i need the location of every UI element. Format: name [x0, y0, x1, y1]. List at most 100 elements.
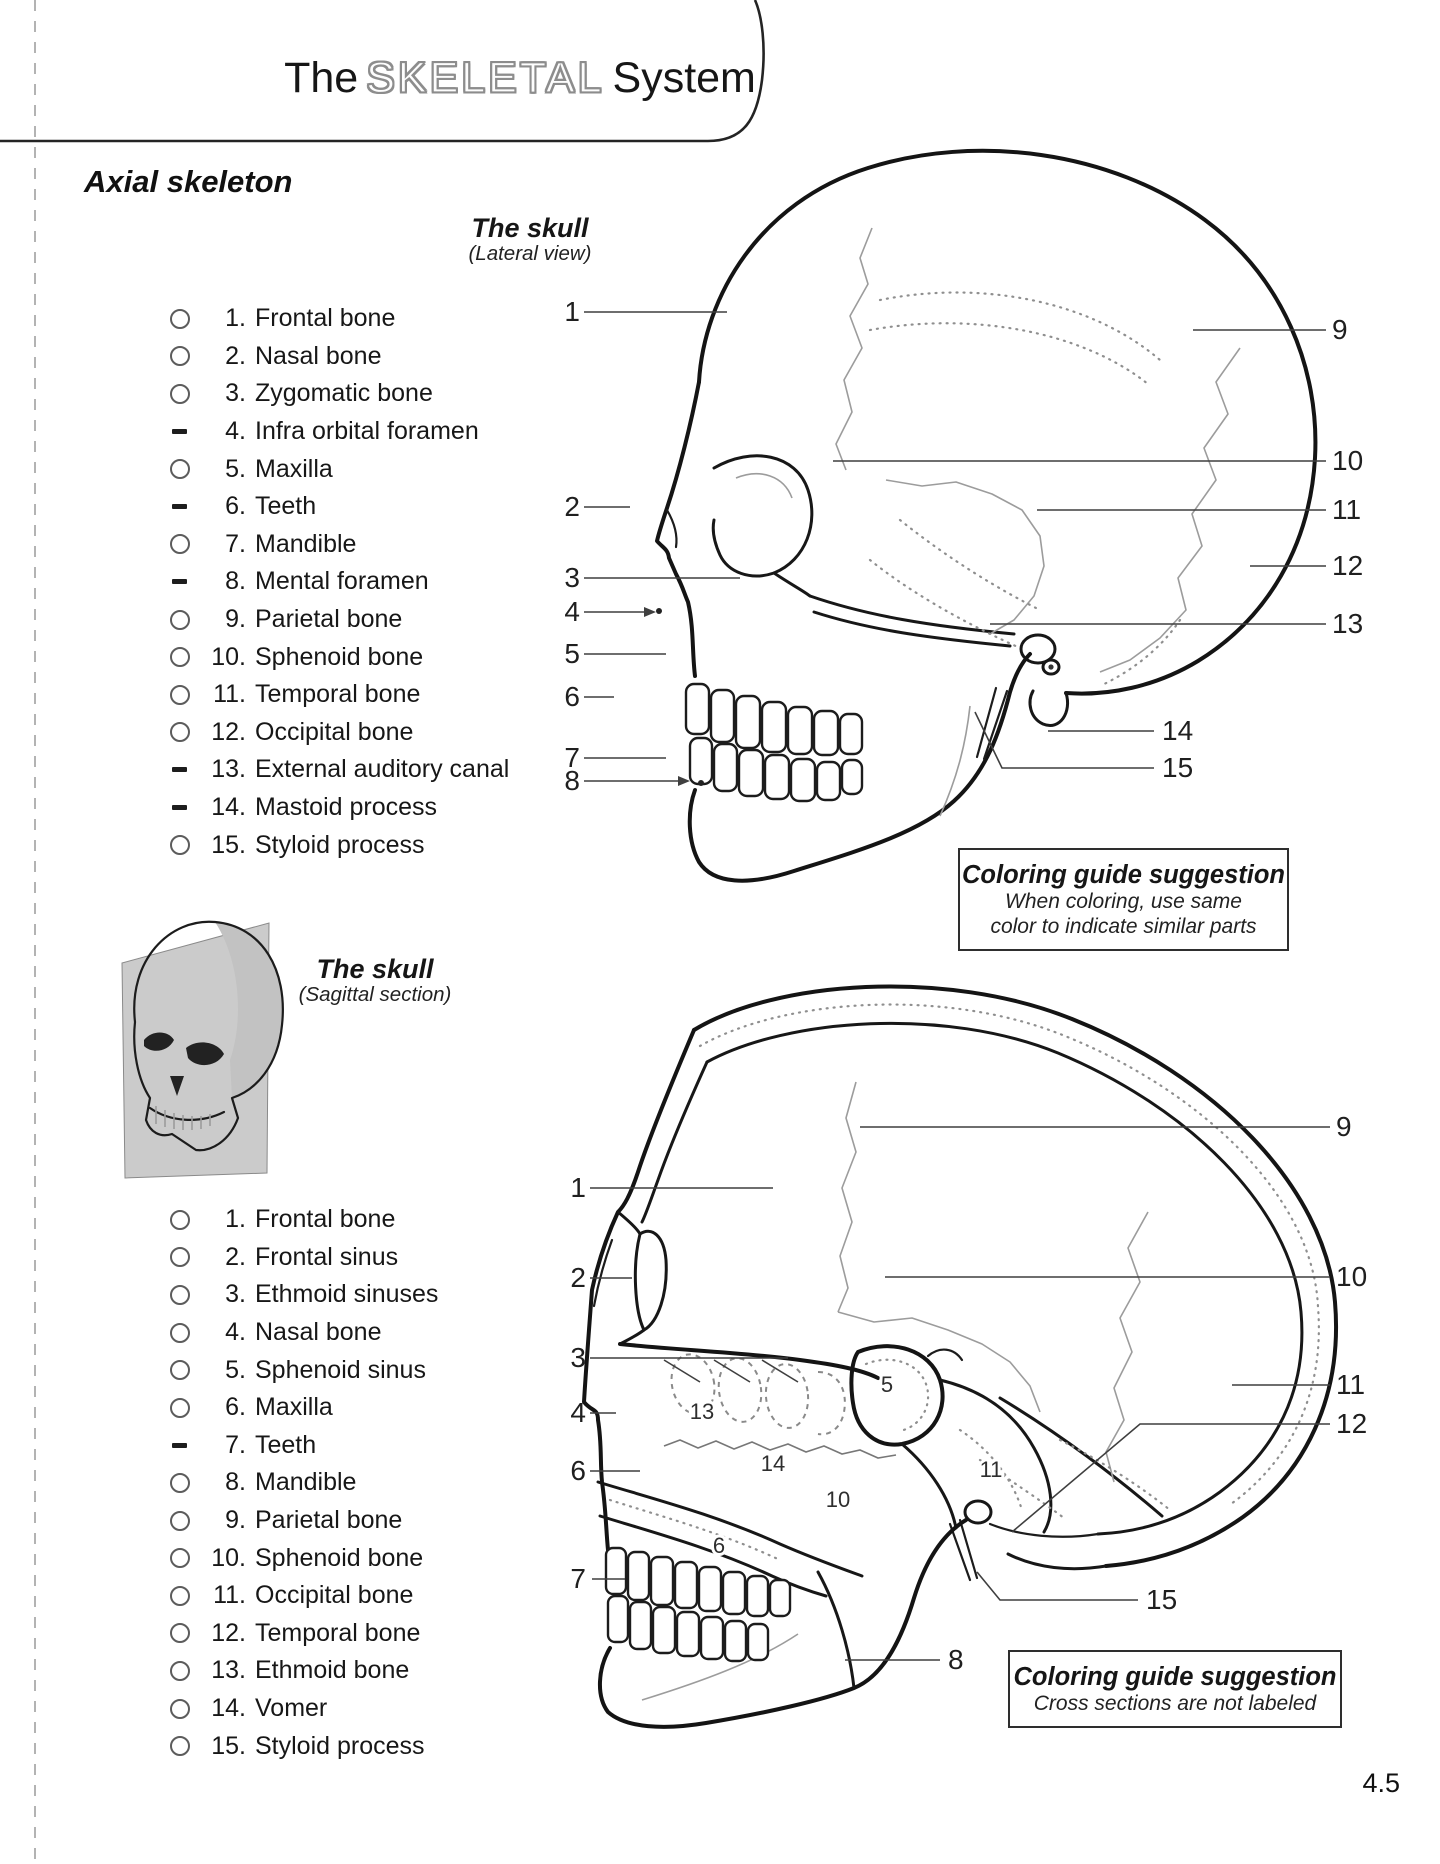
legend-item-label: Parietal bone: [255, 1506, 403, 1535]
internal-label: 14: [761, 1451, 785, 1476]
color-bullet-icon: [170, 1585, 190, 1606]
legend-item: 13. Ethmoid bone: [170, 1652, 438, 1690]
legend-item-number: 4.: [225, 417, 246, 446]
legend-item-number: 10.: [211, 1543, 246, 1572]
legend-item: 1. Frontal bone: [170, 300, 509, 338]
coronal-suture: [835, 227, 873, 471]
bullet-box: [170, 1322, 201, 1343]
legend-item: 2. Frontal sinus: [170, 1239, 438, 1277]
legend-item-number: 6.: [225, 1393, 246, 1422]
bullet-box: [170, 308, 201, 329]
legend-item: 9. Parietal bone: [170, 601, 509, 639]
legend-item-label: Ethmoid bone: [255, 1656, 410, 1685]
title-banner-outline: [0, 0, 765, 143]
coronal-suture: [837, 1081, 857, 1313]
legend-item-label: Nasal bone: [255, 1318, 382, 1347]
bullet-box: [170, 767, 201, 773]
color-bullet-icon: [170, 308, 190, 329]
legend-item: 15. Styloid process: [170, 826, 509, 864]
callout-number: 15: [1146, 1584, 1177, 1615]
bullet-box: [170, 1585, 201, 1606]
legend-item-label: Occipital bone: [255, 717, 414, 746]
callout-number: 1: [570, 1172, 586, 1203]
color-bullet-icon: [170, 534, 190, 555]
legend-item-label: Sphenoid bone: [255, 1543, 424, 1572]
callout-number: 11: [1336, 1369, 1365, 1400]
figure-subtitle: (Lateral view): [468, 242, 592, 266]
color-bullet-icon: [172, 805, 187, 811]
bullet-box: [170, 504, 201, 510]
bullet-box: [170, 805, 201, 811]
bullet-box: [170, 1360, 201, 1381]
legend-item: 4. Infra orbital foramen: [170, 413, 509, 451]
legend-item: 7. Teeth: [170, 1427, 438, 1465]
title-suffix: System: [612, 54, 756, 102]
legend-item-number: 8.: [225, 1468, 246, 1497]
callout-number: 10: [1336, 1261, 1367, 1292]
callout-number: 6: [570, 1455, 586, 1486]
infraorbital-foramen-dot: [656, 608, 662, 614]
legend-item-label: Nasal bone: [255, 341, 382, 370]
legend-item-label: Teeth: [255, 1430, 317, 1459]
sagittal-leader-lines: [590, 1126, 1330, 1661]
color-bullet-icon: [170, 1736, 190, 1757]
internal-label: 10: [826, 1487, 850, 1512]
legend-item: 10. Sphenoid bone: [170, 638, 509, 676]
callout-number: 10: [1332, 445, 1363, 476]
external-auditory-canal: [1041, 658, 1061, 676]
lateral-figure-caption: The skull (Lateral view): [420, 213, 640, 266]
legend-item-label: Vomer: [255, 1694, 328, 1723]
legend-item: 1. Frontal bone: [170, 1201, 438, 1239]
guide-box-title: Coloring guide suggestion: [962, 860, 1285, 889]
callout-number: 2: [570, 1262, 586, 1293]
color-bullet-icon: [170, 1397, 190, 1418]
legend-item: 3. Ethmoid sinuses: [170, 1276, 438, 1314]
color-bullet-icon: [170, 383, 190, 404]
legend-item: 6. Maxilla: [170, 1389, 438, 1427]
color-bullet-icon: [170, 1548, 190, 1569]
legend-item: 15. Styloid process: [170, 1727, 438, 1765]
callout-number: 12: [1336, 1408, 1367, 1439]
color-bullet-icon: [170, 647, 190, 668]
legend-item: 8. Mandible: [170, 1464, 438, 1502]
legend-item-number: 5.: [225, 1355, 246, 1384]
upper-teeth: [604, 1546, 792, 1618]
color-bullet-icon: [172, 504, 187, 510]
callout-number: 9: [1336, 1111, 1352, 1142]
legend-item-number: 13.: [211, 755, 246, 784]
color-bullet-icon: [170, 1284, 190, 1305]
legend-item-number: 10.: [211, 642, 246, 671]
lambdoid-suture: [1099, 347, 1241, 673]
legend-item-number: 7.: [225, 1430, 246, 1459]
color-bullet-icon: [170, 346, 190, 367]
upper-teeth: [684, 682, 864, 757]
bullet-box: [170, 1442, 201, 1448]
legend-item-label: Sphenoid sinus: [255, 1355, 426, 1384]
coloring-guide-box-lateral: Coloring guide suggestion When coloring,…: [958, 848, 1289, 951]
legend-item: 14. Vomer: [170, 1690, 438, 1728]
color-bullet-icon: [170, 1660, 190, 1681]
legend-item-number: 3.: [225, 1280, 246, 1309]
bullet-box: [170, 1209, 201, 1230]
legend-item-label: Parietal bone: [255, 605, 403, 634]
callout-number: 11: [1332, 494, 1361, 525]
legend-item-label: Mandible: [255, 529, 357, 558]
color-bullet-icon: [170, 722, 190, 743]
lateral-legend-list: 1. Frontal bone 2. Nasal bone 3. Zygomat…: [170, 300, 509, 864]
bullet-box: [170, 459, 201, 480]
legend-item-number: 8.: [225, 567, 246, 596]
guide-box-title: Coloring guide suggestion: [1013, 1662, 1337, 1691]
legend-item-label: Mastoid process: [255, 793, 438, 822]
bullet-box: [170, 1397, 201, 1418]
legend-item: 2. Nasal bone: [170, 338, 509, 376]
guide-box-line: color to indicate similar parts: [990, 914, 1257, 938]
color-bullet-icon: [170, 1623, 190, 1644]
color-bullet-icon: [172, 429, 187, 435]
color-bullet-icon: [170, 609, 190, 630]
legend-item: 3. Zygomatic bone: [170, 375, 509, 413]
legend-item-label: Zygomatic bone: [255, 379, 433, 408]
legend-item-number: 15.: [211, 1731, 246, 1760]
